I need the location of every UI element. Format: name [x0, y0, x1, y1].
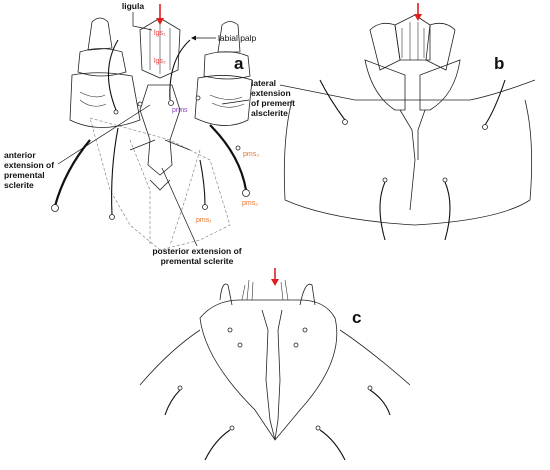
label-posterior-extension-1: posterior extension of [152, 246, 241, 256]
seta-label-pms3: pms₃ [243, 151, 259, 158]
panel-a-drawing [51, 17, 253, 251]
label-anterior-extension-1: anterior [4, 150, 36, 160]
label-lateral-extension-2: extension [251, 88, 291, 98]
premental-sclerite [139, 84, 181, 176]
ligula-b [394, 14, 431, 61]
arrow-a [156, 4, 164, 25]
label-labial-palp: labial palp [218, 33, 257, 43]
panel-label-c: c [352, 308, 361, 327]
prementum-c [199, 299, 338, 441]
label-lateral-extension-3: of prement [251, 98, 295, 108]
left-palp-tip [87, 17, 113, 51]
panel-b-drawing [279, 14, 536, 241]
arrow-b [414, 3, 422, 21]
panel-label-a: a [234, 54, 244, 73]
label-anterior-extension-2: extension of [4, 160, 54, 170]
panel-c-drawing [139, 279, 411, 461]
seta-label-lgs2: lgs₂ [154, 58, 166, 65]
seta-label-lgs1: lgs₁ [154, 30, 166, 37]
label-anterior-extension-4: sclerite [4, 180, 34, 190]
label-lateral-extension-1: lateral [251, 78, 276, 88]
label-anterior-extension-3: premental [4, 170, 45, 180]
label-ligula: ligula [122, 1, 144, 11]
label-lateral-extension-4: alsclerite [251, 108, 288, 118]
seta-label-pms1: pms₁ [196, 217, 212, 224]
arrow-c [271, 268, 279, 286]
seta-label-pms2: pms₂ [242, 200, 258, 207]
right-palp-tip [217, 21, 241, 53]
seta-label-prms: prms [172, 107, 188, 114]
label-posterior-extension-2: premental sclerite [161, 256, 234, 266]
panel-label-b: b [494, 54, 504, 73]
